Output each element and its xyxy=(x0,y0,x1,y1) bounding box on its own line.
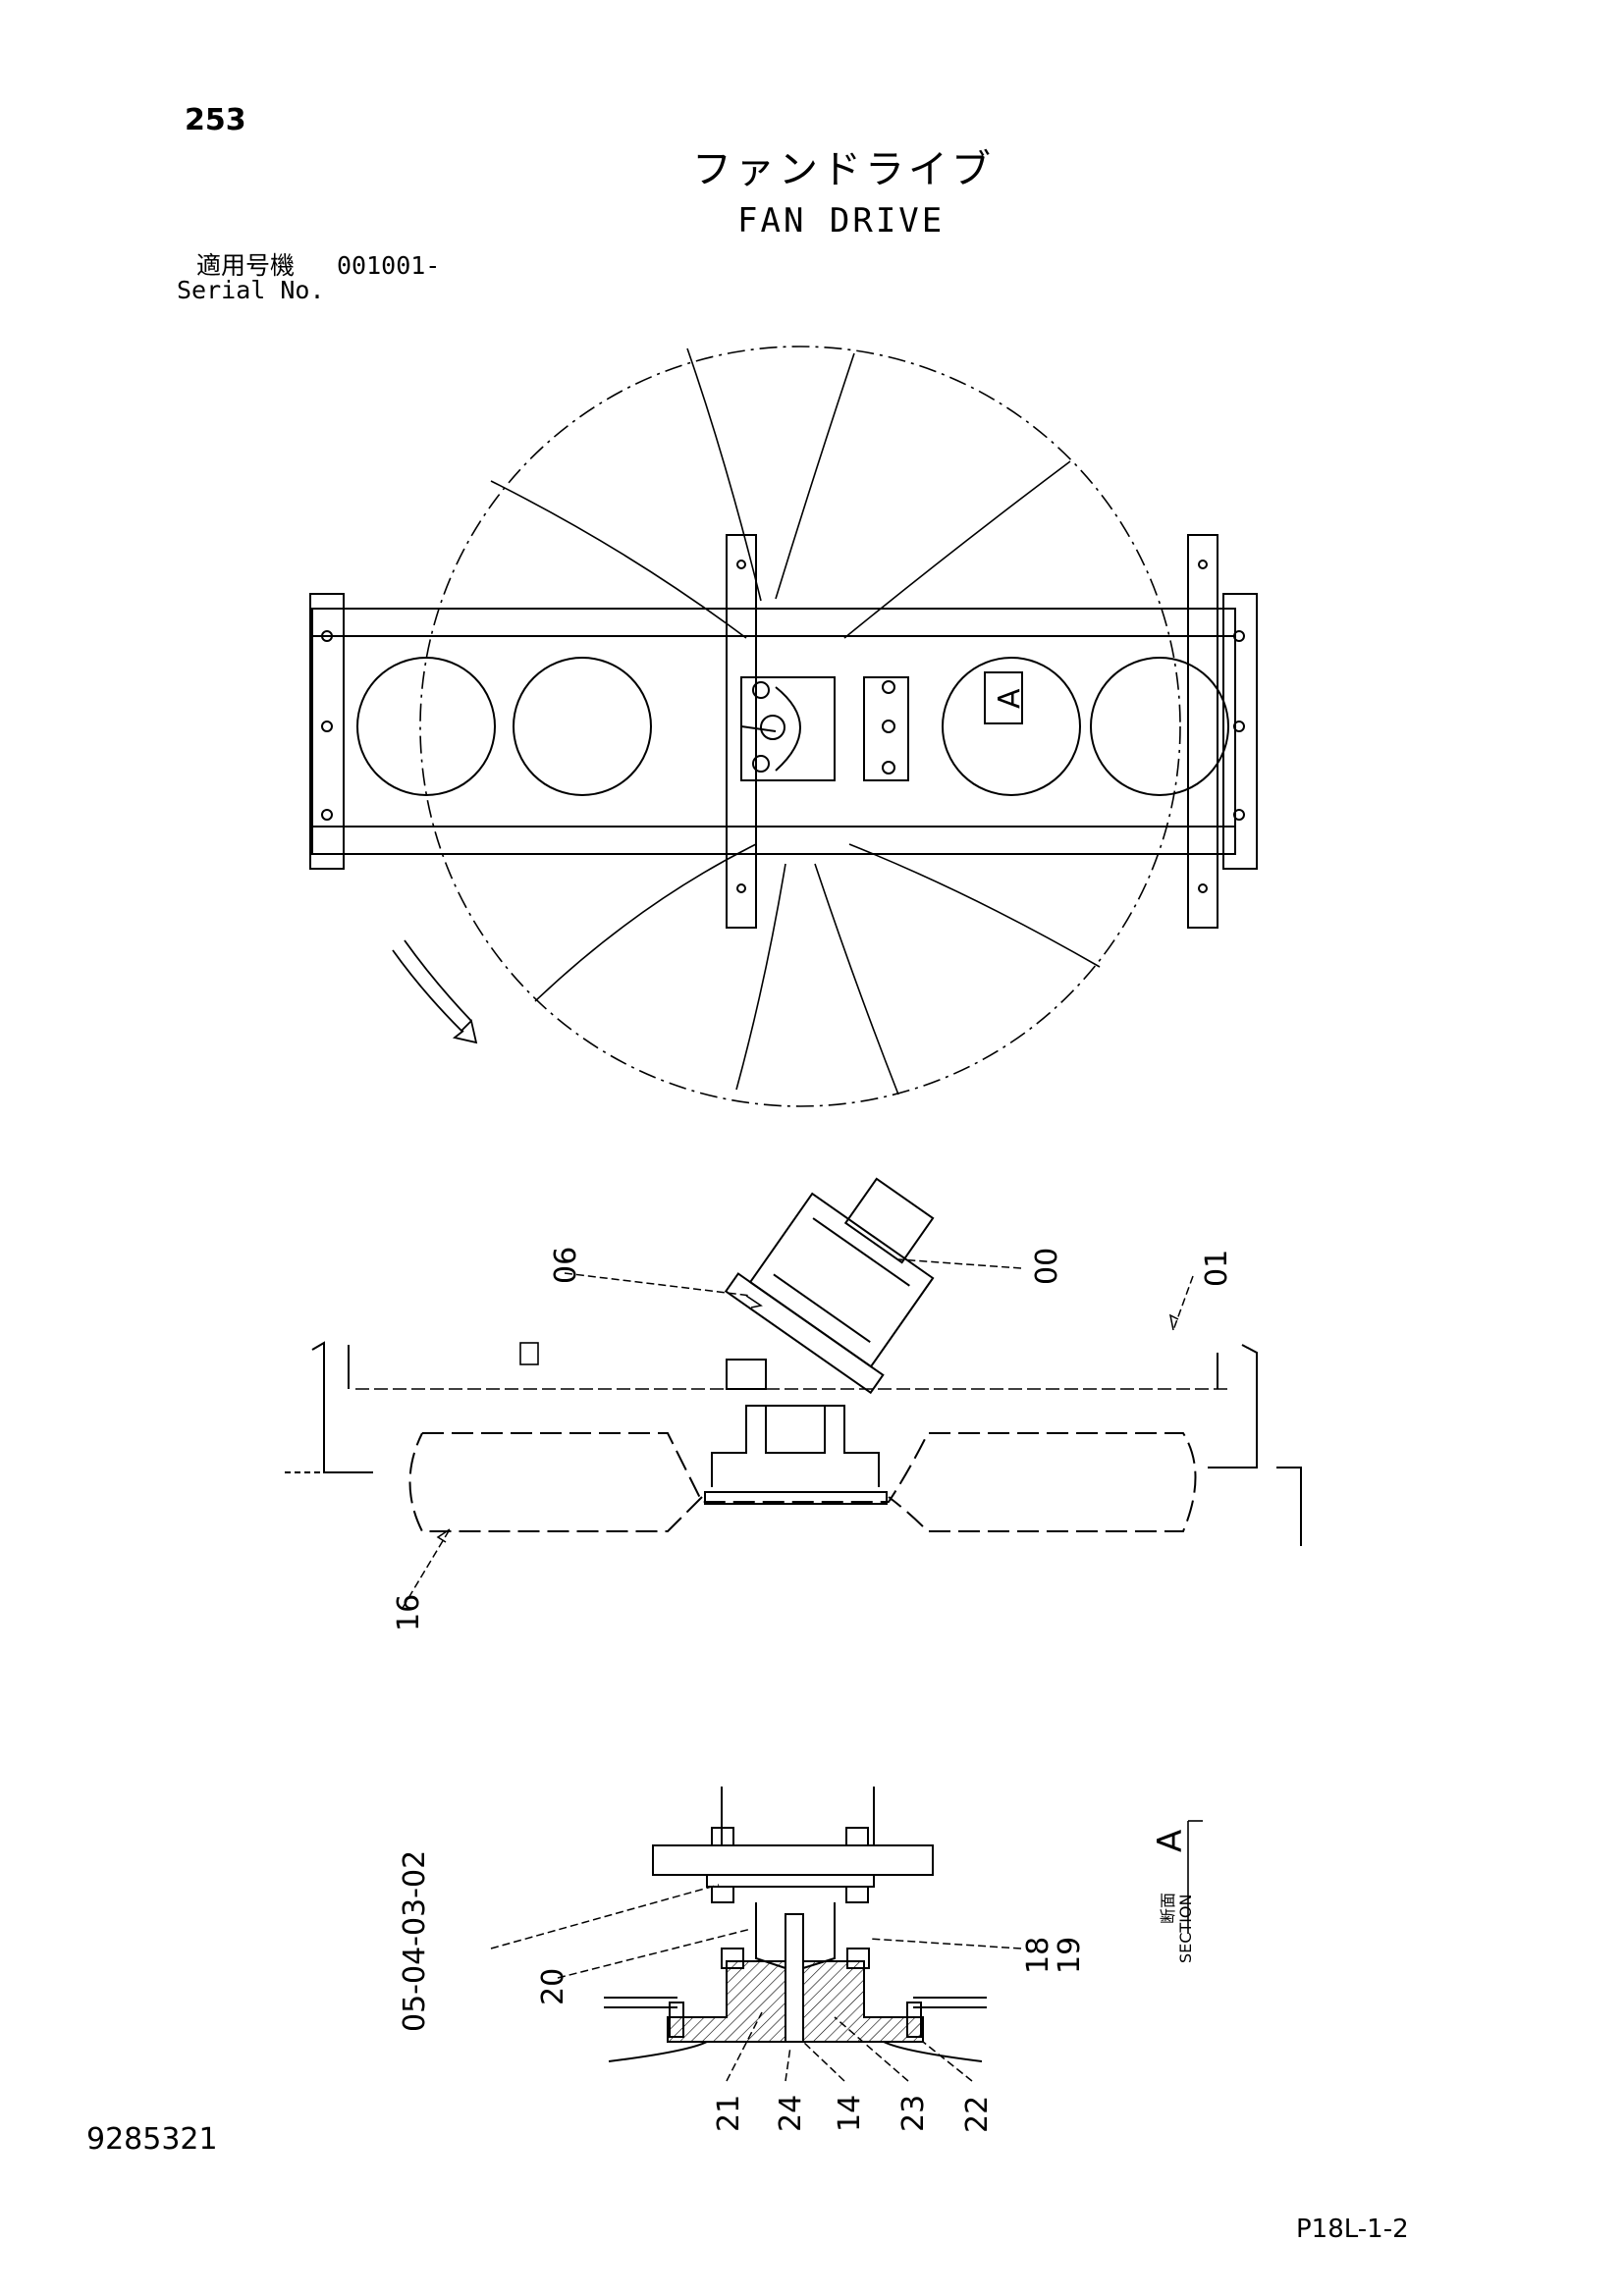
fan-blades xyxy=(490,347,1101,1095)
side-view xyxy=(285,1177,1302,1609)
callout-16: 16 xyxy=(392,1594,426,1631)
callout-18: 18 xyxy=(1021,1937,1056,1974)
serial-label-japanese: 適用号機 xyxy=(196,251,296,280)
section-a-label-top: A xyxy=(993,688,1027,709)
top-view xyxy=(309,346,1258,1107)
callout-06: 06 xyxy=(549,1247,583,1284)
section-label-jp: 断面 xyxy=(1159,1893,1177,1924)
shaft xyxy=(785,1913,804,2043)
callout-14: 14 xyxy=(833,2095,867,2132)
callout-23: 23 xyxy=(896,2095,931,2132)
callout-01: 01 xyxy=(1200,1250,1234,1287)
callout-19: 19 xyxy=(1053,1937,1087,1974)
callout-00: 00 xyxy=(1030,1248,1064,1285)
callout-21: 21 xyxy=(712,2095,746,2132)
callout-05-04-03-02: 05-04-03-02 xyxy=(398,1850,432,2032)
page-number: 253 xyxy=(185,103,246,137)
hub xyxy=(667,1960,786,2043)
left-bracket xyxy=(309,593,345,870)
frame-rail xyxy=(311,608,1236,855)
section-a-marker xyxy=(984,671,1023,724)
section-view xyxy=(490,1787,1203,2082)
opening xyxy=(513,657,652,796)
rotation-arrow xyxy=(392,949,478,1044)
callout-22: 22 xyxy=(960,2096,995,2133)
opening xyxy=(942,657,1081,796)
section-letter: A xyxy=(1151,1830,1190,1852)
opening xyxy=(356,657,496,796)
callout-20: 20 xyxy=(536,1968,570,2005)
serial-label-english: Serial No. xyxy=(177,276,325,304)
title-english: FAN DRIVE xyxy=(737,201,946,240)
callout-24: 24 xyxy=(774,2095,808,2132)
fan-profile xyxy=(408,1432,1197,1532)
section-label-en: SECTION xyxy=(1176,1895,1195,1964)
opening xyxy=(1090,657,1229,796)
drawing-number: 9285321 xyxy=(86,2122,218,2157)
page-code: P18L-1-2 xyxy=(1296,2215,1409,2244)
motor-mount xyxy=(740,676,836,781)
serial-value: 001001- xyxy=(337,251,441,280)
title-japanese: ファンドライブ xyxy=(692,147,995,192)
hydraulic-motor xyxy=(724,1177,935,1395)
right-bracket xyxy=(1222,593,1258,870)
fan-sweep-circle xyxy=(419,346,1181,1107)
